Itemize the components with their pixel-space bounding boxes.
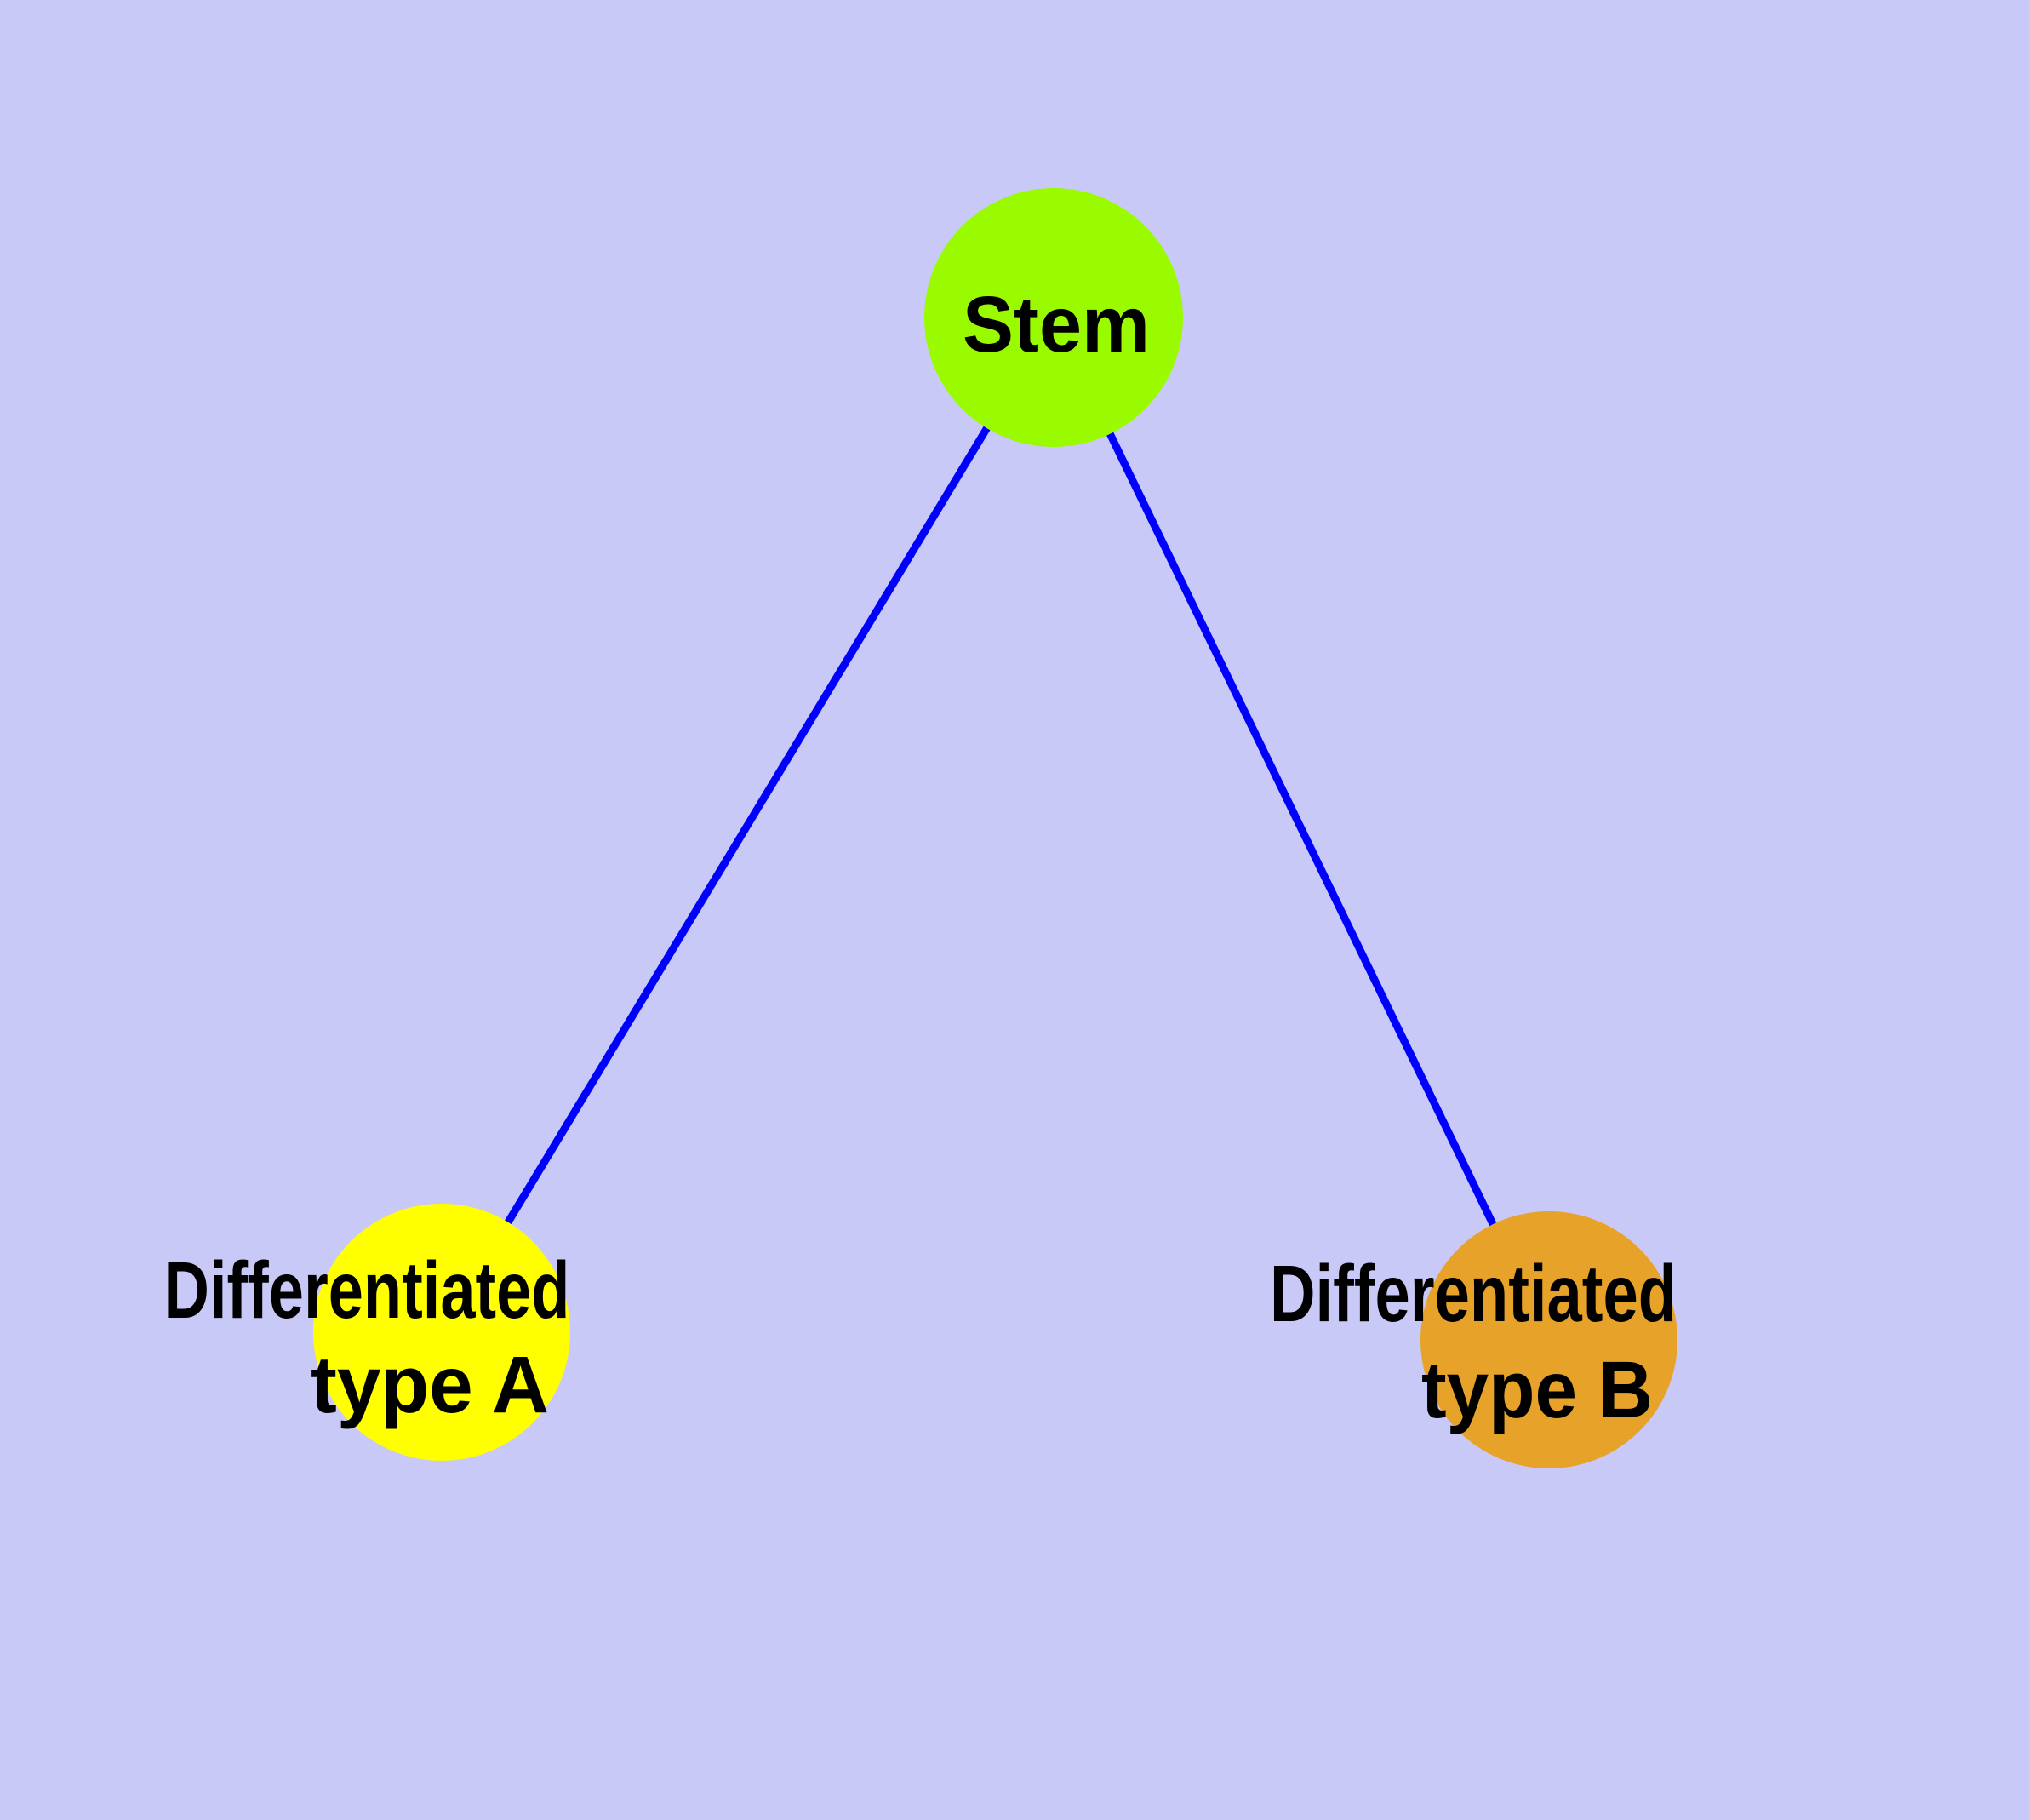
node-type-b-label-line1: Differentiated bbox=[1270, 1249, 1677, 1339]
node-differentiated-type-a bbox=[313, 1204, 570, 1461]
edge-stem-to-type-b bbox=[1049, 316, 1553, 1342]
node-type-b-label-line2: type B bbox=[1421, 1345, 1653, 1435]
node-differentiated-type-b bbox=[1420, 1211, 1677, 1468]
node-type-a-label-line2: type A bbox=[311, 1340, 549, 1430]
edge-stem-to-type-a bbox=[438, 315, 1057, 1335]
node-type-a-label-line1: Differentiated bbox=[164, 1245, 570, 1336]
node-stem bbox=[924, 188, 1183, 447]
node-stem-label: Stem bbox=[963, 280, 1150, 369]
